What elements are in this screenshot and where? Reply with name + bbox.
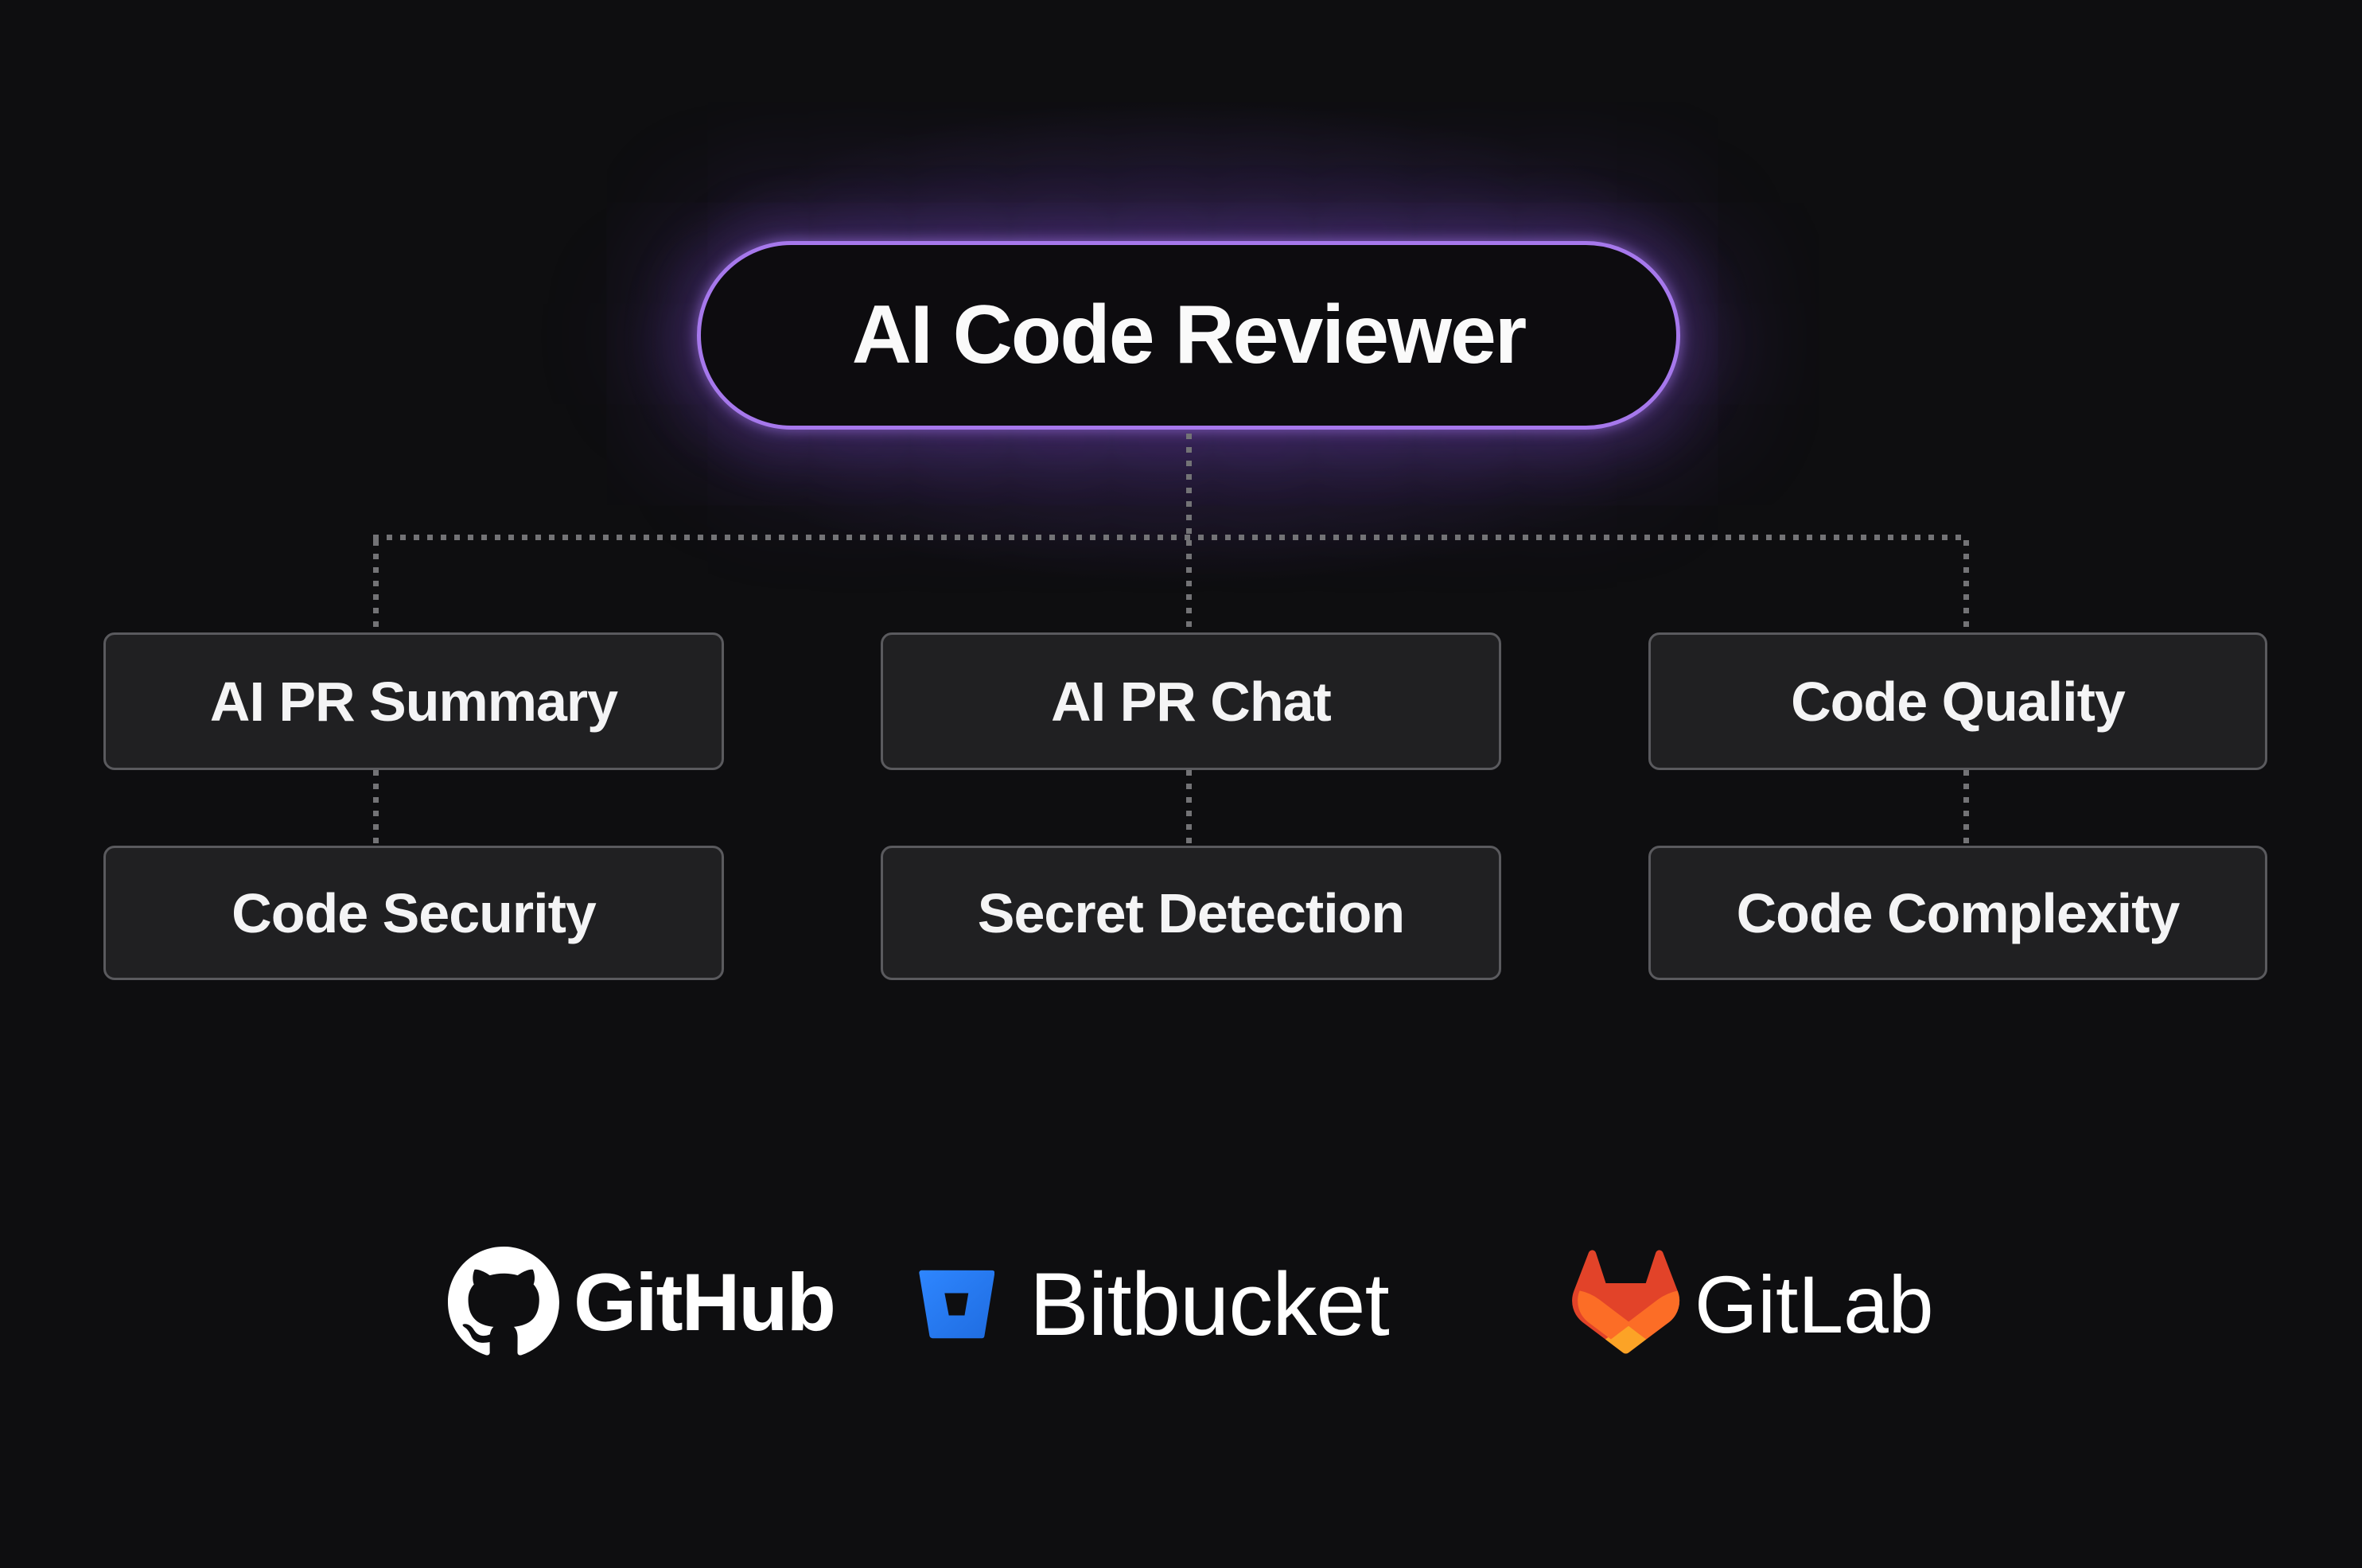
node-code-security: Code Security [103, 846, 724, 980]
bitbucket-bucket-icon [919, 1270, 994, 1338]
connector-quality-to-code-complexity [1963, 770, 1969, 846]
node-label: Secret Detection [977, 881, 1405, 944]
node-label: Code Security [232, 881, 597, 944]
node-label: AI PR Chat [1051, 670, 1332, 733]
node-ai-pr-summary: AI PR Summary [103, 632, 724, 770]
github-wordmark: GitHub [574, 1256, 836, 1348]
node-label: Code Quality [1791, 670, 2126, 733]
gitlab-tanuki-icon [1572, 1250, 1680, 1354]
connector-root-to-branch [1186, 434, 1192, 535]
node-label: AI PR Summary [209, 670, 618, 733]
root-node-ai-code-reviewer: AI Code Reviewer [697, 241, 1680, 430]
github-logo: GitHub [448, 1247, 836, 1358]
connector-branch-to-code-quality [1963, 540, 1969, 632]
bitbucket-logo: Bitbucket [919, 1255, 1390, 1354]
node-ai-pr-chat: AI PR Chat [881, 632, 1501, 770]
node-secret-detection: Secret Detection [881, 846, 1501, 980]
node-label: Code Complexity [1736, 881, 2181, 944]
connector-branch-to-ai-pr-chat [1186, 540, 1192, 632]
connector-chat-to-secret-detection [1186, 770, 1192, 846]
github-octocat-icon [448, 1247, 559, 1356]
gitlab-wordmark: GitLab [1695, 1259, 1934, 1350]
bitbucket-wordmark: Bitbucket [1029, 1254, 1390, 1354]
gitlab-logo: GitLab [1572, 1247, 1934, 1362]
node-code-quality: Code Quality [1648, 632, 2267, 770]
connector-branch-to-ai-pr-summary [373, 540, 379, 632]
connector-branch-horizontal [373, 535, 1969, 540]
node-code-complexity: Code Complexity [1648, 846, 2267, 980]
root-node-label: AI Code Reviewer [851, 289, 1527, 381]
connector-summary-to-code-security [373, 770, 379, 846]
